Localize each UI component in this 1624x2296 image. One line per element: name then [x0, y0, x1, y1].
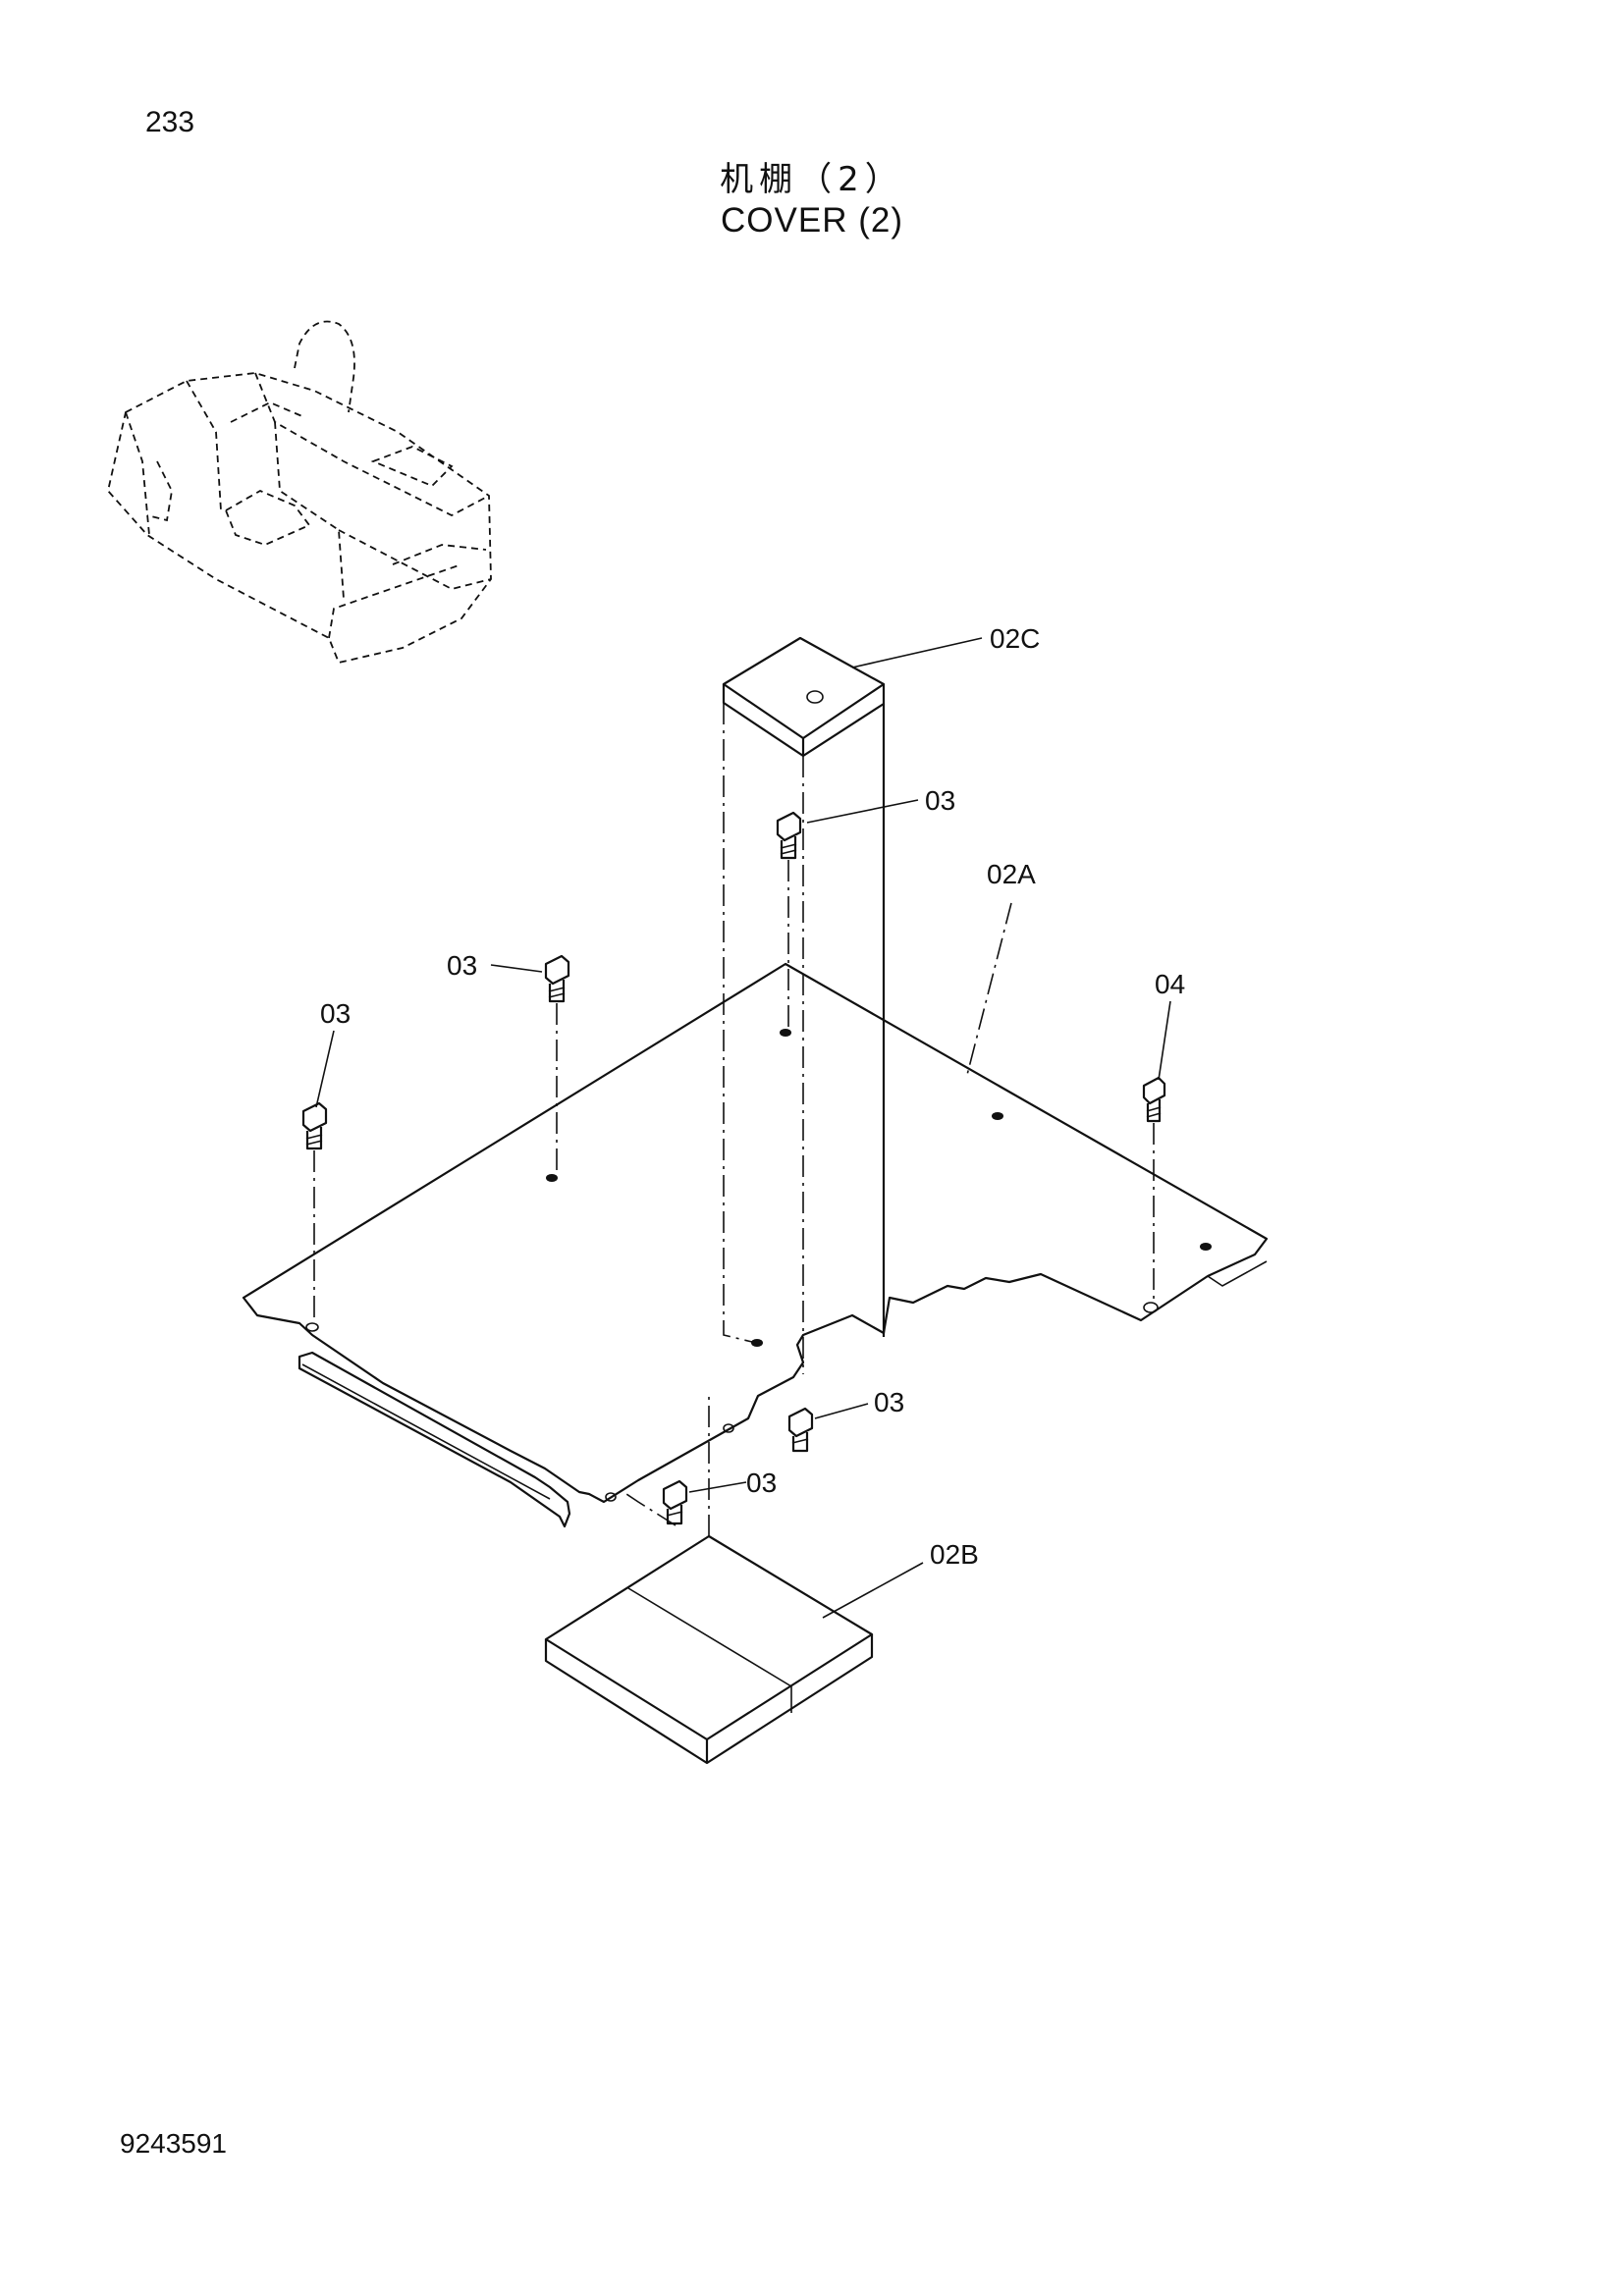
title-english: COVER (2) [721, 201, 903, 240]
callout-02C: 02C [990, 623, 1040, 654]
bolt-04 [1142, 1076, 1166, 1301]
page-number: 233 [145, 106, 195, 138]
callout-03-top: 03 [925, 785, 955, 816]
callout-labels: 02C 03 02A 03 03 04 03 03 02B [320, 623, 1185, 1570]
column-cover-02C [722, 636, 886, 1374]
callout-03-right1: 03 [874, 1387, 904, 1417]
callout-04: 04 [1155, 969, 1185, 999]
bolt-03-right1 [787, 1407, 814, 1453]
leader-lines [315, 637, 1171, 1619]
bolts [301, 811, 1166, 1526]
callout-02B: 02B [930, 1539, 979, 1570]
base-pad-02B [544, 1394, 874, 1765]
callout-02A: 02A [987, 859, 1036, 889]
callout-03-left: 03 [320, 998, 351, 1029]
bolt-03-left [301, 1101, 328, 1323]
floor-plate-02A [242, 962, 1269, 1528]
callout-03-mid: 03 [447, 950, 477, 981]
callout-03-right2: 03 [746, 1468, 777, 1498]
locator-thumbnail [107, 320, 492, 665]
document-number: 9243591 [120, 2128, 228, 2159]
bolt-03-top [776, 811, 802, 1029]
title-chinese: 机棚（2） [720, 160, 904, 199]
bolt-03-mid [544, 954, 570, 1174]
bolt-03-right2 [623, 1479, 688, 1526]
